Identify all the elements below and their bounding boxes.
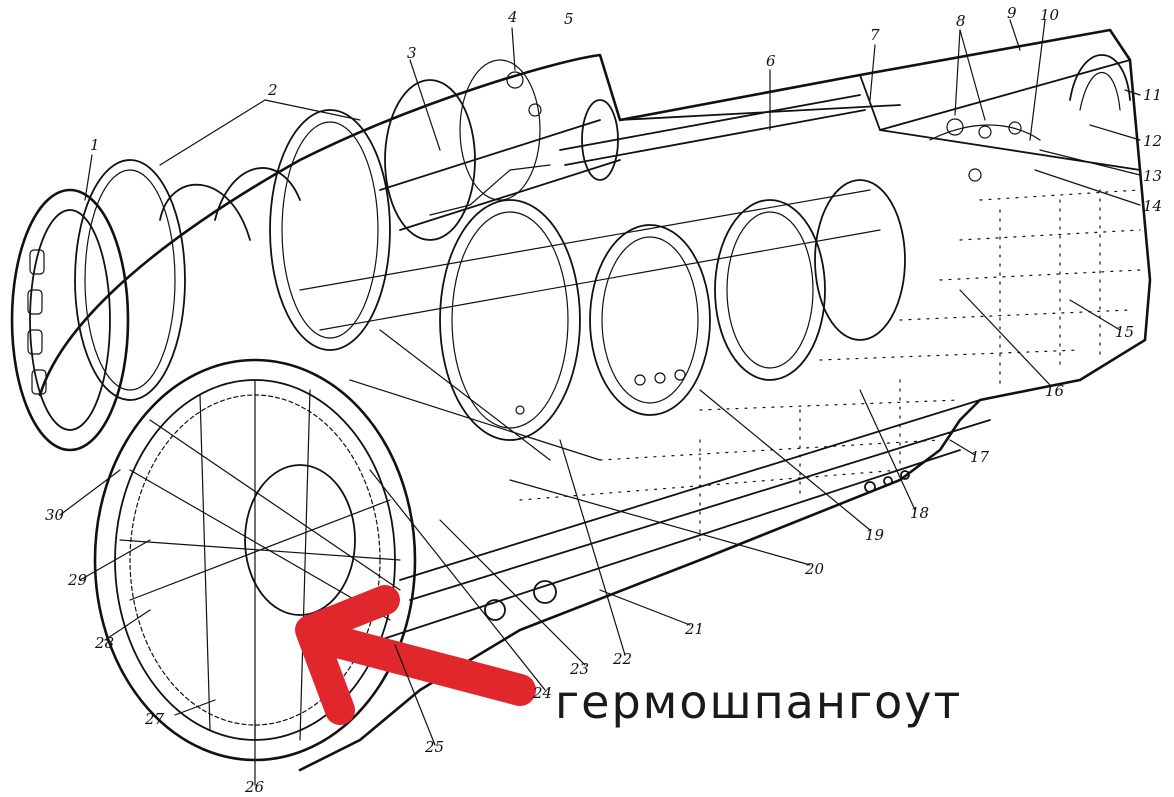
callout-24: 24 (532, 684, 552, 702)
callout-numbers: 1 2 3 4 5 6 7 8 9 10 11 12 13 14 15 16 1… (45, 4, 1162, 796)
callout-21: 21 (684, 620, 704, 638)
callout-25: 25 (424, 738, 444, 756)
callout-30: 30 (45, 506, 65, 524)
callout-1: 1 (90, 136, 100, 154)
callout-5: 5 (564, 10, 574, 28)
callout-2: 2 (267, 81, 278, 99)
callout-4: 4 (507, 8, 518, 26)
callout-8: 8 (956, 12, 966, 30)
callout-3: 3 (407, 44, 417, 62)
callout-20: 20 (804, 560, 825, 578)
callout-9: 9 (1007, 4, 1017, 22)
fuselage-skin (38, 28, 1152, 772)
callout-23: 23 (569, 660, 589, 678)
callout-28: 28 (94, 634, 114, 652)
pressure-bulkhead (93, 358, 417, 762)
callout-7: 7 (870, 26, 880, 44)
caption-label: гермошпангоут (555, 675, 962, 729)
callout-22: 22 (612, 650, 632, 668)
red-arrow-shaft (314, 624, 536, 706)
callout-11: 11 (1143, 86, 1162, 104)
callout-19: 19 (865, 526, 885, 544)
callout-15: 15 (1115, 323, 1134, 341)
callout-16: 16 (1045, 382, 1065, 400)
callout-17: 17 (970, 448, 990, 466)
leader-lines (59, 19, 1141, 786)
red-arrow (295, 585, 536, 725)
callout-12: 12 (1143, 132, 1162, 150)
callout-26: 26 (244, 778, 265, 796)
callout-18: 18 (910, 504, 929, 522)
mid-frames (299, 179, 906, 461)
callout-6: 6 (766, 52, 776, 70)
front-frame-rings (10, 59, 542, 452)
callout-13: 13 (1143, 167, 1162, 185)
callout-27: 27 (144, 710, 165, 728)
callout-29: 29 (67, 571, 88, 589)
red-arrow-head (295, 585, 400, 725)
callout-10: 10 (1040, 6, 1060, 24)
callout-14: 14 (1143, 197, 1162, 215)
